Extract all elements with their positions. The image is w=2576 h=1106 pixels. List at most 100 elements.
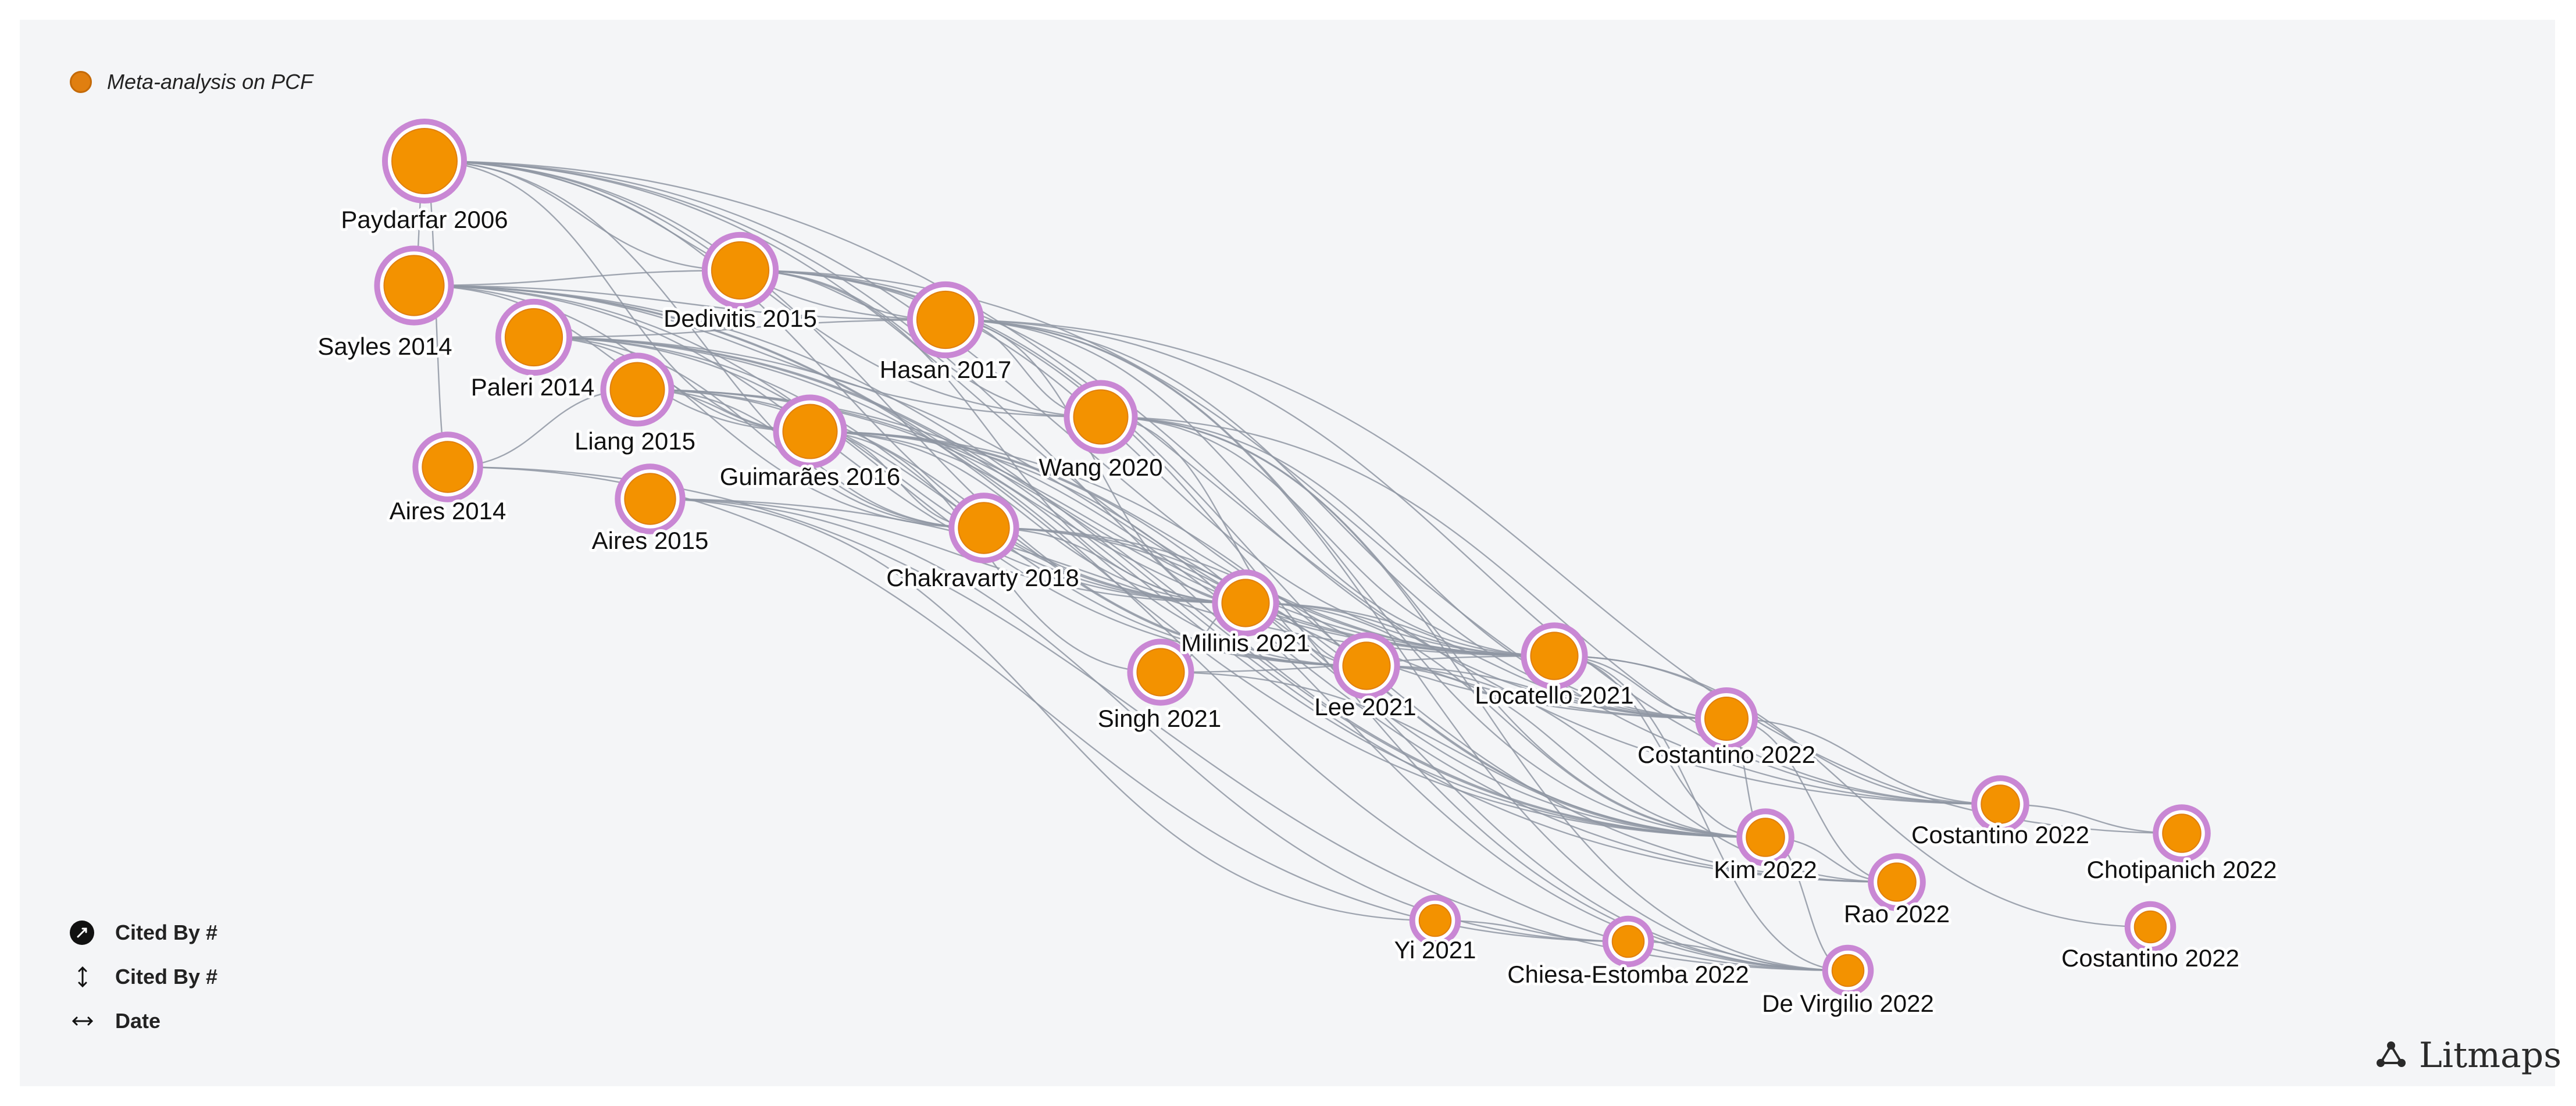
vertical-arrows-icon bbox=[70, 964, 95, 990]
citation-link bbox=[533, 336, 984, 529]
paper-node-kim2022[interactable] bbox=[1736, 808, 1794, 866]
citation-link bbox=[1366, 665, 1727, 720]
paper-node-aires2014[interactable] bbox=[412, 431, 483, 502]
paper-node-costantino2022c[interactable] bbox=[2124, 901, 2177, 953]
citation-link bbox=[413, 284, 1897, 883]
paper-label: Kim 2022 bbox=[1714, 856, 1817, 883]
citation-link bbox=[1100, 416, 1555, 657]
citation-link bbox=[637, 388, 1897, 883]
paper-node-dot bbox=[624, 473, 676, 525]
paper-node-sayles2014[interactable] bbox=[374, 245, 454, 326]
paper-node-dedivitis2015[interactable] bbox=[701, 231, 779, 309]
paper-node-dot bbox=[1136, 648, 1185, 697]
paper-label: Yi 2021 bbox=[1394, 936, 1476, 964]
paper-label: Chiesa-Estomba 2022 bbox=[1507, 961, 1749, 988]
paper-node-aires2015[interactable] bbox=[615, 463, 686, 534]
citation-link bbox=[945, 319, 2182, 834]
paper-node-dot bbox=[1981, 784, 2020, 824]
citation-link bbox=[1435, 919, 1629, 943]
paper-label: Chotipanich 2022 bbox=[2087, 856, 2277, 883]
citation-link bbox=[1554, 655, 1766, 839]
paper-node-chakravarty2018[interactable] bbox=[948, 493, 1019, 563]
paper-node-costantino2022a[interactable] bbox=[1694, 687, 1758, 751]
horizontal-axis-label: Date bbox=[115, 1009, 161, 1033]
citation-link bbox=[1100, 416, 1727, 720]
citation-link bbox=[945, 319, 2001, 805]
paper-label: Singh 2021 bbox=[1098, 705, 1222, 732]
paper-nodes[interactable] bbox=[374, 119, 2211, 997]
series-legend-label: Meta-analysis on PCF bbox=[107, 70, 313, 94]
citation-link bbox=[983, 527, 1246, 604]
paper-label: Sayles 2014 bbox=[317, 333, 452, 360]
horizontal-arrows-icon bbox=[70, 1008, 95, 1034]
citation-link bbox=[533, 336, 1367, 667]
series-color-swatch bbox=[70, 71, 92, 93]
paper-node-dot bbox=[1221, 579, 1270, 627]
paper-node-milinis2021[interactable] bbox=[1212, 569, 1279, 637]
paper-label: De Virgilio 2022 bbox=[1762, 990, 1934, 1017]
paper-node-costantino2022b[interactable] bbox=[1971, 775, 2029, 833]
citation-link bbox=[983, 527, 1849, 972]
citation-link bbox=[650, 498, 1436, 922]
citation-link bbox=[413, 284, 946, 321]
citation-link bbox=[1554, 655, 2151, 928]
paper-label: Paleri 2014 bbox=[471, 373, 594, 401]
paper-node-paydarfar2006[interactable] bbox=[382, 119, 467, 204]
citation-link bbox=[2000, 803, 2182, 834]
paper-node-dot bbox=[422, 441, 474, 493]
citation-link bbox=[413, 284, 811, 433]
citation-link bbox=[1100, 416, 1849, 972]
citation-link bbox=[637, 388, 1766, 839]
citation-link bbox=[809, 430, 1555, 657]
citation-links bbox=[413, 160, 2182, 972]
paper-node-wang2020[interactable] bbox=[1064, 380, 1138, 454]
paper-label: Rao 2022 bbox=[1844, 900, 1950, 927]
citation-link bbox=[1366, 665, 1766, 839]
paper-node-guimaraes2016[interactable] bbox=[773, 394, 847, 469]
paper-label: Aires 2015 bbox=[592, 527, 709, 554]
citation-link bbox=[533, 336, 1246, 604]
paper-node-locatello2021[interactable] bbox=[1521, 622, 1588, 690]
paper-node-dot bbox=[782, 404, 838, 459]
citation-link bbox=[1554, 655, 2001, 805]
citation-link bbox=[424, 160, 1555, 657]
citation-link bbox=[945, 319, 1555, 657]
citation-link bbox=[413, 269, 741, 287]
paper-node-lee2021[interactable] bbox=[1333, 632, 1400, 700]
size-control[interactable]: Cited By # bbox=[70, 915, 217, 950]
citation-link bbox=[1726, 718, 2001, 805]
paper-label: Guimarães 2016 bbox=[720, 463, 901, 490]
paper-node-paleri2014[interactable] bbox=[495, 298, 573, 376]
paper-node-liang2015[interactable] bbox=[600, 352, 675, 427]
paper-label: Costantino 2022 bbox=[2061, 944, 2239, 972]
paper-node-dot bbox=[1073, 389, 1129, 445]
paper-node-chotipanich2022[interactable] bbox=[2153, 804, 2211, 862]
citation-link bbox=[424, 160, 984, 529]
paper-node-chiesaestomba2022[interactable] bbox=[1602, 915, 1654, 968]
litmaps-brand[interactable]: Litmaps bbox=[2375, 1035, 2561, 1076]
horizontal-axis-control[interactable]: Date bbox=[70, 1004, 217, 1039]
paper-node-dot bbox=[391, 128, 458, 194]
paper-node-hasan2017[interactable] bbox=[907, 281, 984, 359]
citation-link bbox=[533, 336, 1849, 972]
paper-node-rao2022[interactable] bbox=[1868, 853, 1926, 911]
citation-link bbox=[1245, 602, 1727, 720]
vertical-axis-label: Cited By # bbox=[115, 965, 218, 989]
paper-node-dot bbox=[1831, 954, 1865, 987]
paper-node-devirgilio2022[interactable] bbox=[1822, 944, 1874, 997]
paper-label: Aires 2014 bbox=[390, 497, 506, 525]
paper-node-dot bbox=[1746, 818, 1785, 857]
size-icon bbox=[70, 921, 94, 945]
citation-link bbox=[809, 430, 1766, 839]
citation-link bbox=[533, 319, 946, 338]
series-legend[interactable]: Meta-analysis on PCF bbox=[70, 70, 313, 94]
citation-link bbox=[809, 430, 1367, 667]
citation-link bbox=[533, 336, 1766, 839]
paper-node-singh2021[interactable] bbox=[1127, 638, 1194, 706]
paper-node-yi2021[interactable] bbox=[1409, 894, 1461, 947]
paper-label: Hasan 2017 bbox=[880, 356, 1012, 383]
paper-label: Chakravarty 2018 bbox=[886, 564, 1079, 591]
vertical-axis-control[interactable]: Cited By # bbox=[70, 959, 217, 994]
